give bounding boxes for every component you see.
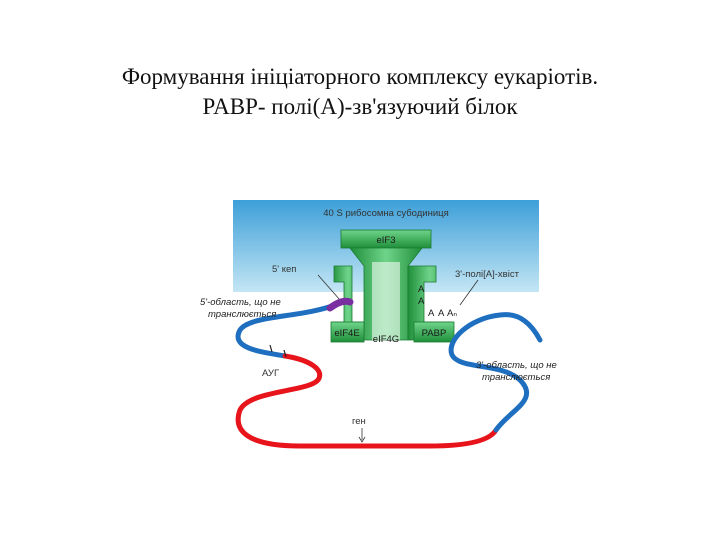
aug-tick-2: [283, 349, 287, 358]
mrna-coding: [235, 353, 499, 449]
poly-a-4: A: [438, 308, 445, 319]
slide-title: Формування ініціаторного комплексу еукар…: [0, 62, 720, 122]
stop-label: ген: [352, 416, 366, 427]
cap-5-label: 5' кеп: [272, 264, 296, 275]
eif3-label: eIF3: [376, 235, 395, 246]
mrna-5utr: [235, 302, 338, 359]
aug-label: АУГ: [262, 368, 279, 379]
aug-tick: [269, 344, 273, 353]
utr3-label-line1: 3'-область, що не: [476, 360, 557, 371]
eif4g-label: eIF4G: [373, 334, 399, 345]
eif4g-inner: [372, 262, 400, 340]
mrna-cap: [326, 297, 354, 312]
stop-arrow-head: [358, 436, 366, 443]
title-line-1: Формування ініціаторного комплексу еукар…: [121, 64, 599, 89]
pabp-block: [413, 321, 455, 343]
pabp-label: PABP: [422, 328, 447, 339]
mrna-3utr: [448, 312, 543, 433]
utr5-label-line1: 5'-область, що не: [200, 297, 281, 308]
poly-a-n: Aₙ: [447, 308, 457, 319]
cap-pointer: [317, 274, 341, 301]
polya-pointer: [459, 279, 479, 306]
eif4e-block: [330, 321, 365, 343]
utr3-label-line2: транслюється: [482, 372, 550, 383]
eif4e-label: eIF4E: [334, 328, 359, 339]
ribosome-label: 40 S рибосомна субодиниця: [323, 208, 448, 219]
title-line-2: PABP- полі(А)-зв'язуючий білок: [202, 94, 518, 119]
poly-a-2: A: [418, 296, 425, 307]
poly-a-1: A: [418, 284, 425, 295]
utr5-label-line2: транслюється: [208, 309, 276, 320]
poly-a-3: A: [428, 308, 435, 319]
polya-tail-label: 3'-полі[А]-хвіст: [455, 269, 520, 280]
